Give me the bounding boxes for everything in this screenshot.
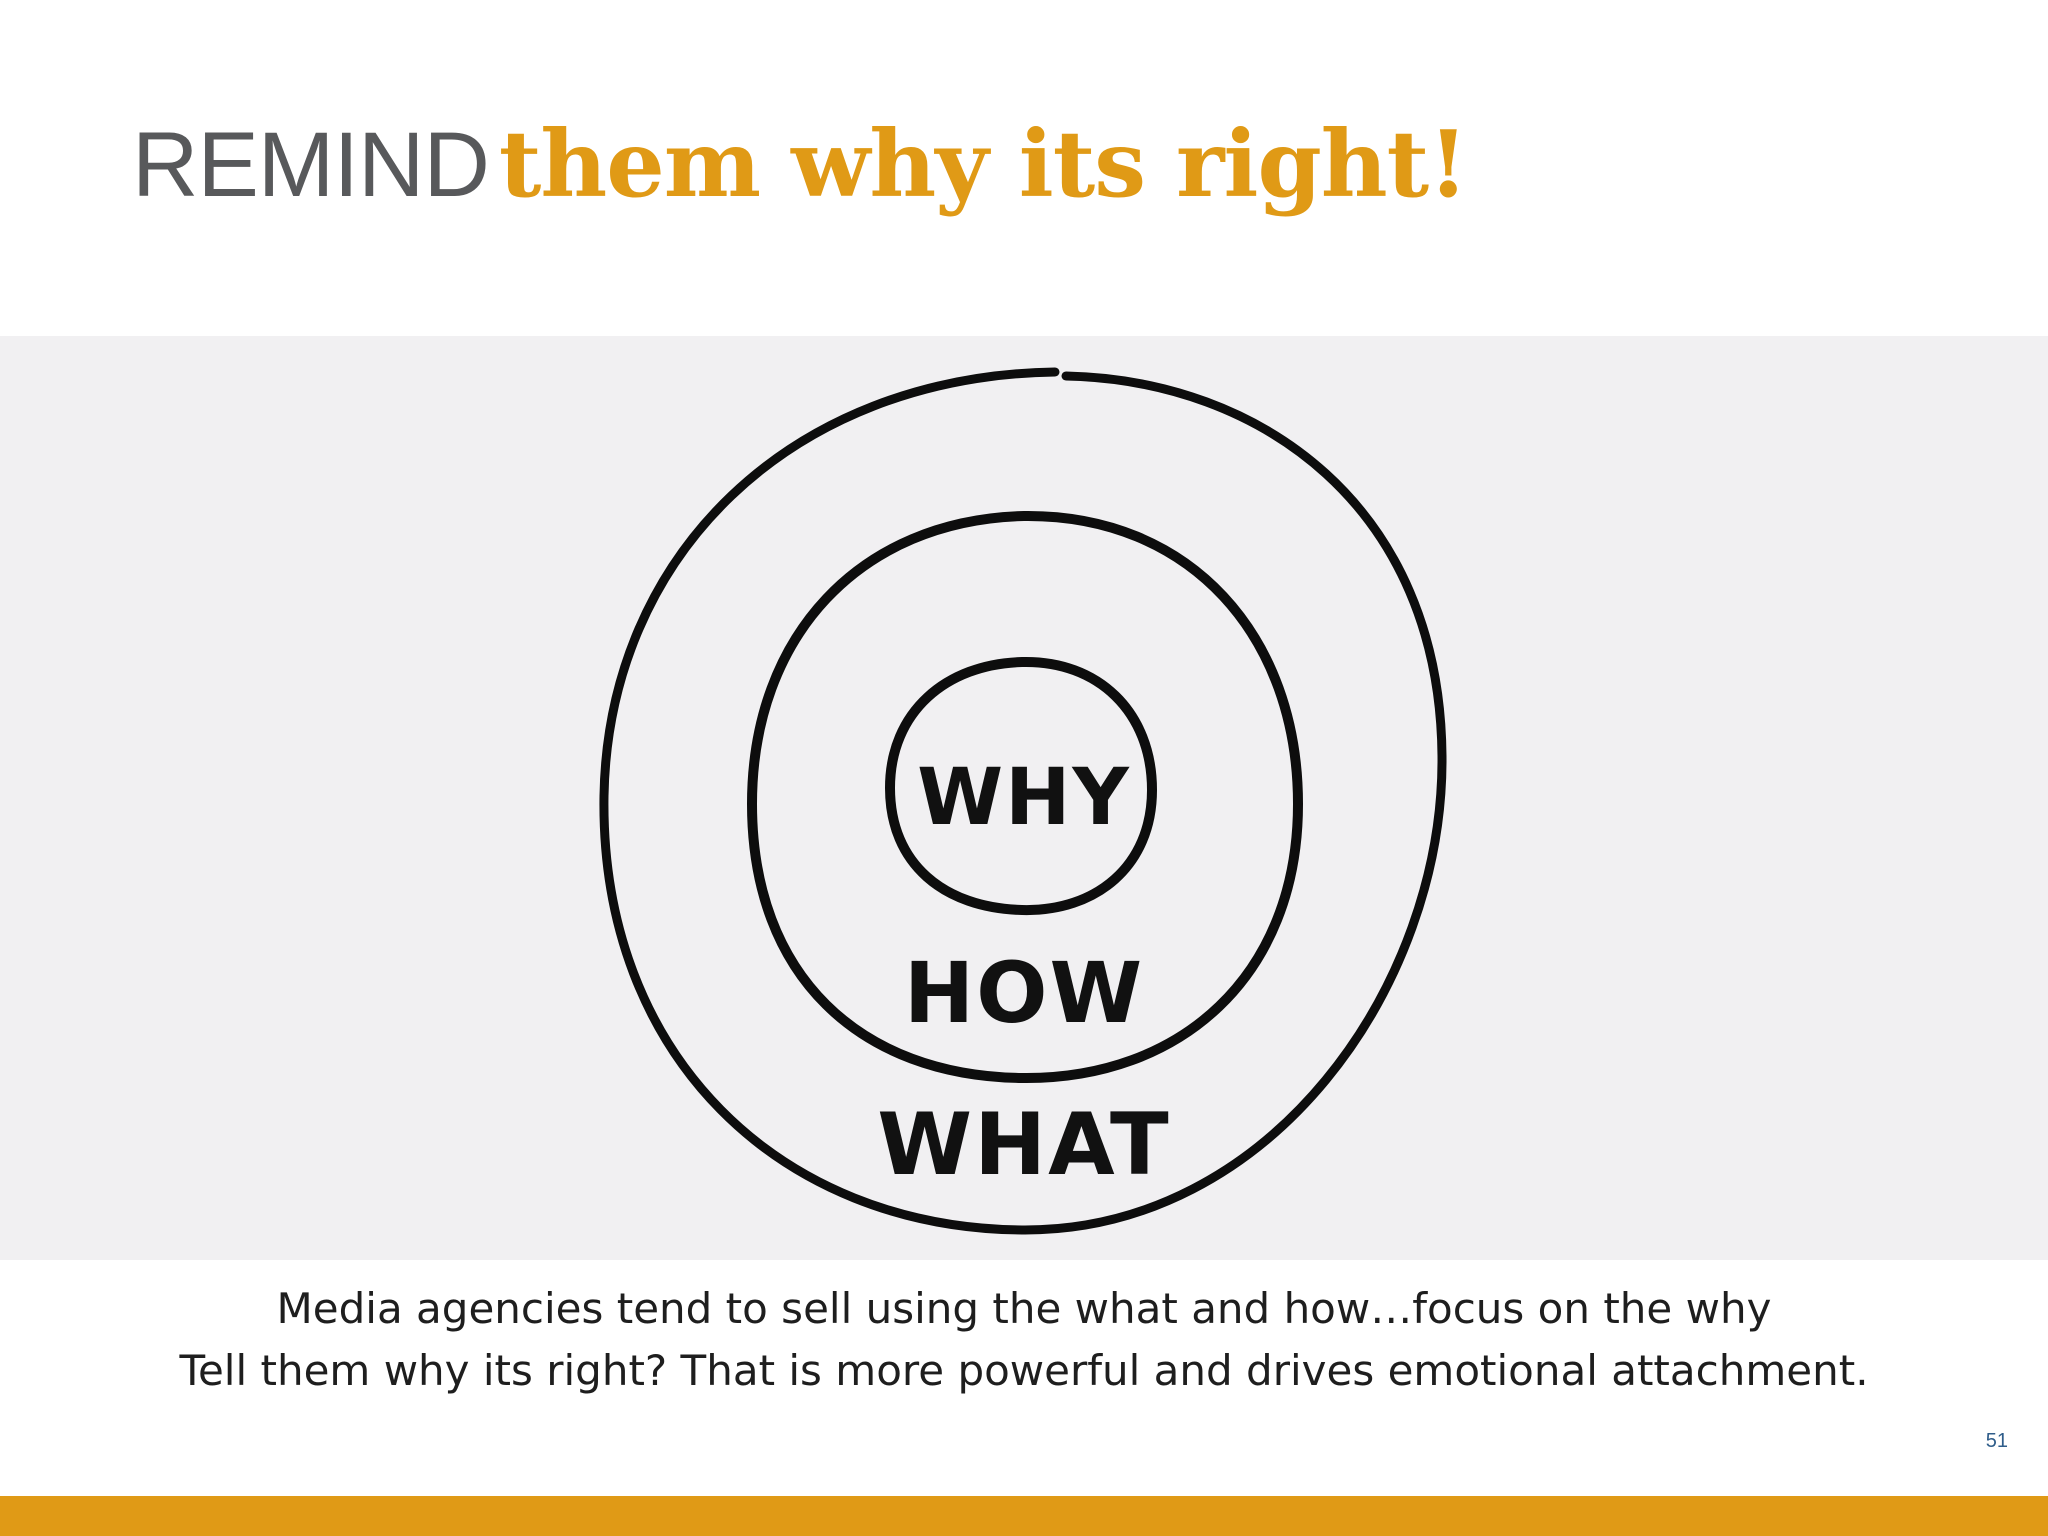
title-plain-text: REMIND — [132, 114, 490, 216]
golden-circle-diagram: WHY HOW WHAT — [599, 367, 1447, 1235]
diagram-panel: WHY HOW WHAT — [0, 336, 2048, 1260]
why-label: WHY — [917, 753, 1131, 843]
title-accent-text: them why its right! — [498, 110, 1469, 218]
footer-accent-bar — [0, 1496, 2048, 1536]
page-number: 51 — [1985, 1430, 2008, 1452]
inner-ring — [885, 656, 1157, 916]
caption-line: Tell them why its right? That is more po… — [179, 1346, 1869, 1395]
what-label: WHAT — [877, 1095, 1170, 1195]
caption-line: Media agencies tend to sell using the wh… — [276, 1284, 1772, 1333]
how-label: HOW — [904, 944, 1144, 1042]
slide-title: REMIND them why its right! — [132, 118, 1469, 211]
outer-ring — [599, 367, 1447, 1235]
slide-caption: Media agencies tend to sell using the wh… — [0, 1278, 2048, 1402]
middle-ring — [747, 510, 1303, 1084]
